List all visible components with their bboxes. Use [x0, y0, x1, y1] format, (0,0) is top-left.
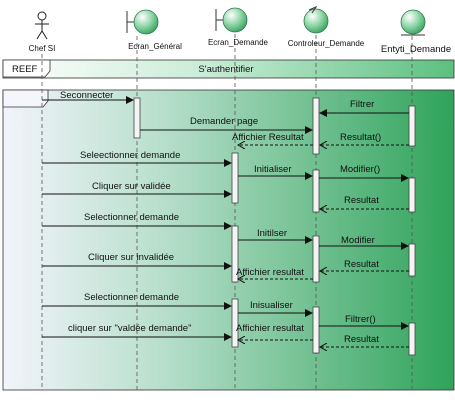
message-label: Seconnecter — [60, 90, 113, 101]
message-label: Seleectionner demande — [80, 150, 180, 161]
message-label: Inisualiser — [250, 300, 293, 311]
message-labels: Seconnecter Filtrer Demander page Affich… — [60, 90, 381, 345]
message-label: Resultat — [344, 334, 379, 345]
message-label: Affichier resultat — [236, 267, 304, 278]
message-label: Filtrer — [350, 99, 374, 110]
lifeline-label: Entyti_Demande — [381, 44, 451, 55]
lifeline-head-controleur: Controleur_Demande — [288, 5, 365, 48]
message-label: Selectionner demande — [84, 212, 179, 223]
lifeline-head-entity: Entyti_Demande — [381, 9, 451, 55]
message-label: Resultat() — [340, 132, 381, 143]
activation-bars — [133, 97, 416, 356]
lifeline-label: Ecran_Général — [128, 42, 182, 51]
message-label: Initilser — [257, 228, 287, 239]
lifeline-head-ecran-general: Ecran_Général — [126, 9, 182, 51]
lifeline-label: Ecran_Demande — [208, 38, 269, 47]
message-label: Resultat — [344, 259, 379, 270]
message-label: Affichier Resultat — [232, 132, 304, 143]
control-icon — [303, 8, 329, 34]
entity-icon — [400, 9, 426, 35]
message-label: Cliquer sur invalidée — [88, 252, 174, 263]
actor-label: Chef SI — [29, 44, 56, 53]
actor-chef-si: Chef SI — [29, 11, 56, 53]
message-label: Affichier resultat — [236, 323, 304, 334]
ref-tag: REEF — [12, 64, 38, 75]
ref-frame: REEF S'authentifier — [2, 59, 455, 79]
message-arrows — [42, 96, 409, 347]
lifeline-head-ecran-demande: Ecran_Demande — [208, 7, 269, 47]
message-label: Resultat — [344, 195, 379, 206]
ref-label: S'authentifier — [198, 64, 253, 75]
message-label: cliquer sur "valdée demande" — [68, 323, 191, 334]
message-label: Initialiser — [254, 164, 292, 175]
message-label: Modifier() — [340, 164, 380, 175]
combined-fragment — [2, 89, 455, 391]
actor-head-icon — [37, 11, 47, 21]
message-label: Filtrer() — [345, 314, 376, 325]
message-label: Selectionner demande — [84, 292, 179, 303]
message-label: Demander page — [190, 116, 258, 127]
message-label: Modifier — [341, 235, 375, 246]
lifeline-label: Controleur_Demande — [288, 39, 365, 48]
message-label: Cliquer sur validée — [92, 181, 171, 192]
